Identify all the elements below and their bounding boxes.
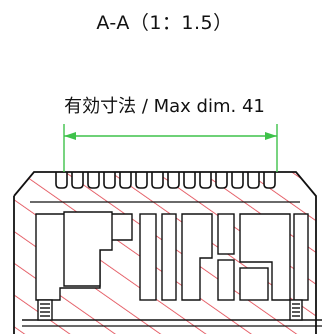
section-cavities	[35, 211, 309, 301]
bottom-fasteners	[37, 299, 303, 321]
dimension-line	[63, 124, 278, 172]
housing-outline	[13, 171, 322, 334]
cooling-fins	[55, 172, 276, 189]
dimension-label: 有効寸法 ∕ Max dim. 41	[64, 96, 265, 117]
section-view-title: A-A（1：1.5）	[96, 12, 233, 34]
